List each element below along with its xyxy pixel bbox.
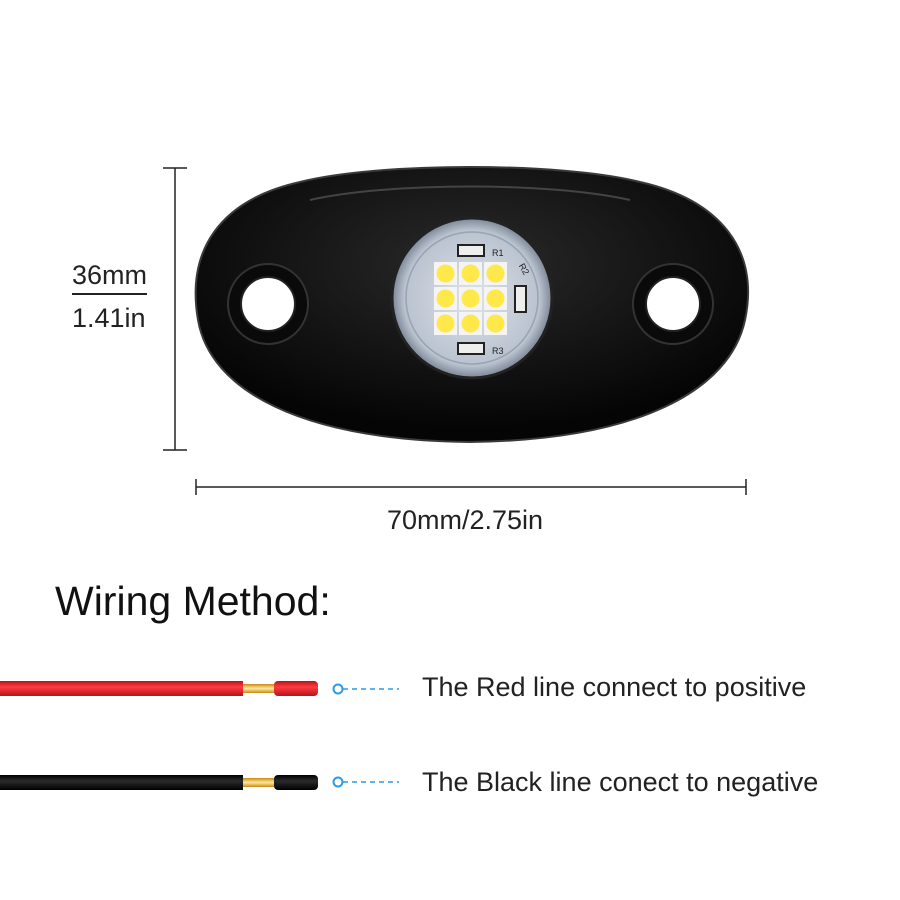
led-emitter: [461, 314, 480, 333]
wiring-method-title: Wiring Method:: [55, 578, 331, 624]
red-connector-dash: [332, 683, 399, 695]
height-mm-label: 36mm: [72, 260, 148, 295]
pcb-label-r2: R2: [517, 262, 531, 277]
height-dimension-line: [163, 167, 187, 451]
red-wire: [0, 681, 318, 696]
led-emitter: [436, 314, 455, 333]
resistor-r3: [457, 342, 485, 355]
black-connector-dash: [332, 776, 399, 788]
pcb-label-r1: R1: [492, 248, 504, 258]
led-emitter: [461, 289, 480, 308]
red-wire-label: The Red line connect to positive: [422, 672, 807, 702]
led-emitter: [486, 289, 505, 308]
black-wire: [0, 775, 318, 790]
black-wire-label: The Black line conect to negative: [422, 767, 819, 797]
rock-light-housing: R1 R2 R3: [194, 166, 750, 444]
led-chip-array: [434, 262, 507, 335]
width-label: 70mm/2.75in: [386, 505, 544, 535]
led-emitter: [436, 289, 455, 308]
led-emitter: [436, 264, 455, 283]
resistor-r1: [457, 244, 485, 257]
led-emitter: [461, 264, 480, 283]
width-dimension-line: [195, 479, 747, 495]
pcb-label-r3: R3: [492, 346, 504, 356]
led-emitter: [486, 264, 505, 283]
led-emitter: [486, 314, 505, 333]
height-in-label: 1.41in: [72, 303, 146, 333]
resistor-r2: [514, 285, 527, 313]
